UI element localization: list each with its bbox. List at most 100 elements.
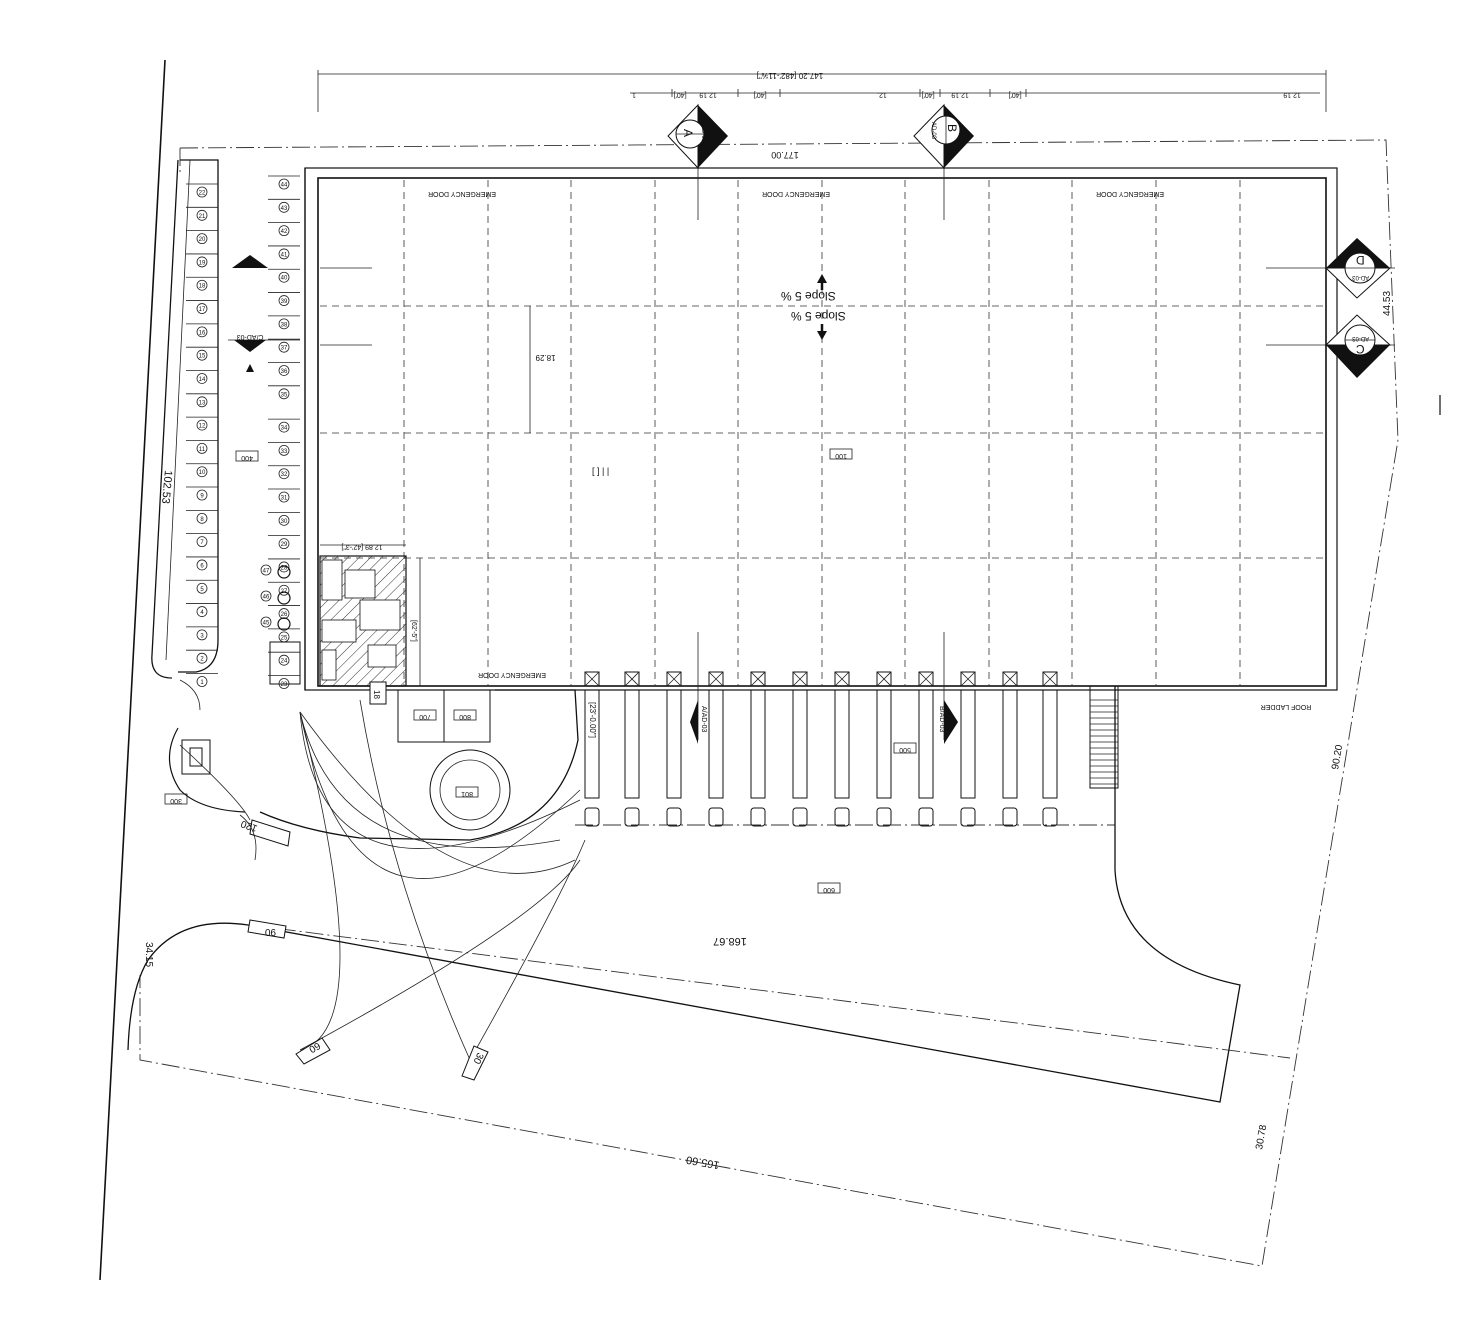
truck-cab-icon [834,807,850,827]
dock-door [960,671,976,687]
bay-dim-3: 12.19 [951,91,969,98]
trailer [876,689,892,799]
dock-door [584,671,600,687]
stall-marker [196,629,208,641]
stall-marker [278,178,290,190]
stall-marker [196,396,208,408]
turn-label-60: 60 [306,1039,322,1054]
overall-dimension-label: 147.20 [482'-11⅝"] [757,71,824,80]
dock-door [1002,671,1018,687]
stall-number: 11 [199,447,206,453]
stall-marker [196,536,208,548]
stall-number: 8 [200,517,204,523]
emergency-door-label-4: EMERGENCY DOOR [478,671,546,678]
stall-number: 22 [199,191,206,197]
property-line [139,139,1399,1267]
building-width-label: 177.00 [771,150,799,160]
section-d-sheet: AD-03 [1351,274,1369,280]
dock-door [918,671,934,687]
truck-cab-icon [792,807,808,827]
stall-number: 40 [281,276,288,282]
room-tag-500: 500 [899,746,911,753]
stall-number: 4 [200,610,204,616]
trailer [708,689,724,799]
stall-number: 6 [200,563,204,569]
accessible-stall-number: 47 [263,569,270,575]
stall-number: 32 [281,472,288,478]
stall-marker [196,233,208,245]
wheelchair-icon [277,617,291,631]
room-tag-800: 800 [459,713,471,720]
dock-door [708,671,724,687]
emergency-door-label-2: EMERGENCY DOOR [762,190,830,197]
stall-marker [278,201,290,213]
left-boundary: 102.53 [99,59,191,1281]
stall-marker [278,584,290,596]
bay-dim-2: [40'] [673,91,686,98]
room-tag-801: 801 [461,790,473,797]
trailer [624,689,640,799]
section-triangle-icon [232,255,268,268]
stall-number: 20 [199,237,206,243]
misc-mark: [ ] | | [592,466,609,476]
emergency-door-label-3: EMERGENCY DOOR [1096,190,1164,197]
truck-court: 168.67 [127,686,1291,1103]
left-boundary-dimension: 102.53 [159,470,174,505]
stall-number: 26 [281,612,288,618]
section-a-sheet: AD-03 [700,125,706,143]
stall-number: 29 [281,542,288,548]
emergency-door-label-1: EMERGENCY DOOR [428,190,496,197]
stall-number: 42 [281,229,288,235]
dock-ramp [1089,685,1119,789]
stall-marker [196,489,208,501]
emergency-doors: EMERGENCY DOOR EMERGENCY DOOR EMERGENCY … [428,190,1311,710]
stall-number: 14 [199,377,206,383]
stall-number: 44 [281,183,288,189]
section-cut-lines [320,150,1395,740]
section-marker-a: A AD-03 [667,103,728,170]
truck-cab-icon [666,807,682,827]
truck-cab-icon [708,807,724,827]
stall-marker [196,606,208,617]
dim-165-60: 165.60 [685,1153,720,1171]
stall-number: 30 [281,519,288,525]
stall-marker [278,341,290,353]
dock-door [750,671,766,687]
truck-cab-icon [918,807,934,827]
turn-arrow-60: 60 [295,1037,331,1065]
trailer [792,689,808,799]
section-marker-b: B AD-03 [913,103,974,170]
bay-dim-1: 12.19 [699,91,717,98]
dim-44-53: 44.53 [1382,291,1393,316]
stall-number: 41 [281,252,288,258]
stall-marker [278,295,290,306]
stall-number: 5 [200,587,204,593]
stall-marker [196,419,208,431]
stall-marker [278,248,290,260]
turn-label-120: 120 [239,817,259,833]
parking-stalls: 4443424140393837363534333231302928272625… [186,175,300,689]
stall-number: 25 [281,635,288,641]
stall-number: 10 [199,470,206,476]
dock-door-dim: [23'-0.00"] [588,702,597,738]
section-a-letter: A [681,129,695,137]
slope-arrow-up-icon [817,274,827,283]
dock-door [876,671,892,687]
top-dimension: 147.20 [482'-11⅝"] 12.19 [40'] 12.19 [40… [317,70,1327,112]
section-c-sheet: AD-03 [1351,335,1369,341]
stall-marker [196,186,208,198]
dim-34-15: 34.15 [143,942,154,967]
section-c-letter: C [1356,342,1365,356]
bay-dim-4: [40'] [753,91,766,98]
room-tags: 100 400 300 500 600 700 800 801 [ ] | | [164,448,917,894]
stall-number: 23 [281,682,288,688]
truck-cab-icon [960,807,976,827]
stall-number: 36 [281,369,288,375]
stall-marker [196,326,208,338]
trailer [584,689,600,799]
stall-number: 17 [199,307,206,313]
bay-dim-6: 12.19 [1283,91,1301,98]
stall-marker [278,654,290,666]
dock-doors [584,671,1058,827]
